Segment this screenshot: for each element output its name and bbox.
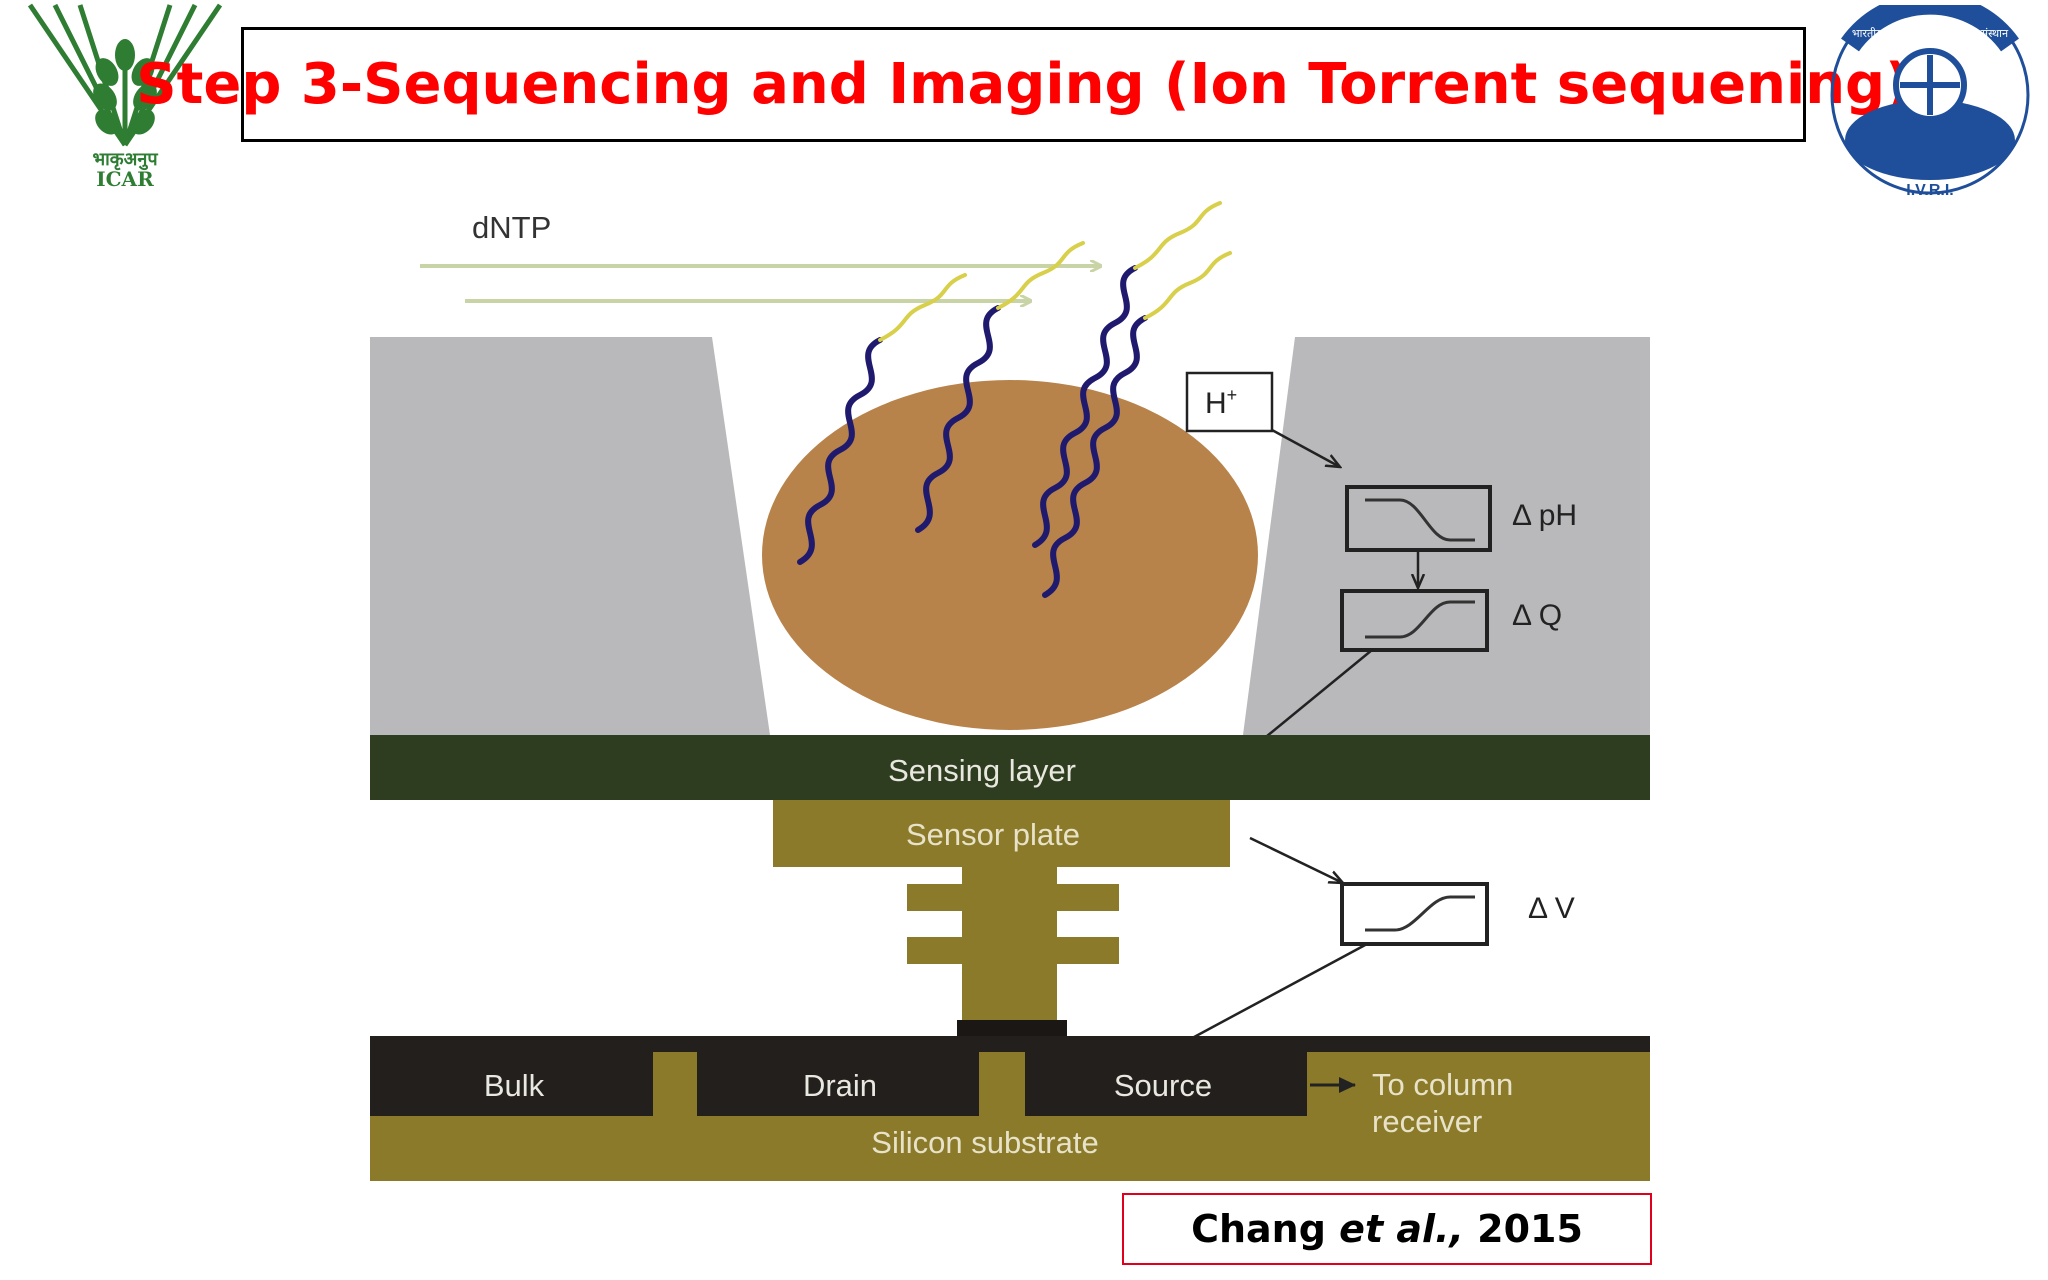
well-wall-left	[370, 337, 770, 735]
icar-text: ICAR	[96, 167, 154, 191]
citation-box: Chang et al., 2015	[1122, 1193, 1652, 1265]
drain-gap	[979, 1052, 1025, 1116]
ivri-logo: भारतीय पशु चिकित्सा अनुसंधान संस्थान I.V…	[1830, 5, 2030, 199]
sensing-layer	[370, 735, 1650, 800]
citation-year: 2015	[1477, 1207, 1583, 1251]
proton-box	[1185, 371, 1274, 433]
citation-etal: et al.,	[1339, 1207, 1464, 1251]
dna-strand-tips	[878, 201, 1232, 342]
bead	[762, 380, 1258, 730]
proton-arrow	[1271, 428, 1340, 467]
proton-label: H+	[1205, 385, 1237, 420]
v-to-source-arrow	[1170, 942, 1368, 1050]
silicon-substrate-label: Silicon substrate	[871, 1125, 1098, 1160]
sensing-layer-label: Sensing layer	[888, 753, 1076, 788]
drain-label: Drain	[803, 1068, 877, 1103]
well-wall-right	[1243, 337, 1650, 735]
delta-q-label: Δ Q	[1512, 599, 1562, 632]
dna-strands	[797, 265, 1148, 598]
bulk-gap	[653, 1052, 697, 1116]
delta-ph-curve	[1365, 498, 1475, 542]
source-label: Source	[1114, 1068, 1212, 1103]
to-column-label-line1: To column	[1372, 1067, 1513, 1102]
drain-region	[697, 1036, 979, 1116]
citation-author: Chang	[1191, 1207, 1326, 1251]
top-dark-strip	[370, 1036, 1650, 1052]
bulk-label: Bulk	[484, 1068, 545, 1103]
dntp-label: dNTP	[472, 210, 551, 245]
delta-v-curve	[1365, 895, 1475, 932]
sensor-to-v-arrow	[1249, 836, 1343, 883]
ivri-arc-text: भारतीय पशु चिकित्सा अनुसंधान संस्थान	[1852, 27, 2009, 40]
gate-contact	[957, 1020, 1067, 1036]
metal-stack	[907, 867, 1119, 1020]
delta-v-box	[1340, 882, 1489, 946]
delta-v-label: Δ V	[1528, 892, 1575, 925]
icar-logo: भाकृअनुप ICAR	[27, 3, 223, 191]
sensor-plate-label: Sensor plate	[906, 817, 1080, 852]
icar-hindi-text: भाकृअनुप	[92, 149, 158, 171]
q-to-sensing-arrow	[1250, 649, 1373, 750]
delta-q-curve	[1365, 600, 1475, 639]
bulk-region	[370, 1036, 653, 1116]
source-region	[1025, 1036, 1307, 1116]
to-column-label-line2: receiver	[1372, 1104, 1482, 1139]
ivri-text: I.V.R.I.	[1906, 182, 1953, 199]
delta-ph-label: Δ pH	[1512, 499, 1577, 532]
page-title: Step 3-Sequencing and Imaging (Ion Torre…	[136, 52, 1911, 117]
title-box: Step 3-Sequencing and Imaging (Ion Torre…	[136, 27, 1911, 142]
delta-q-box	[1340, 589, 1489, 652]
sensor-plate	[773, 800, 1230, 867]
